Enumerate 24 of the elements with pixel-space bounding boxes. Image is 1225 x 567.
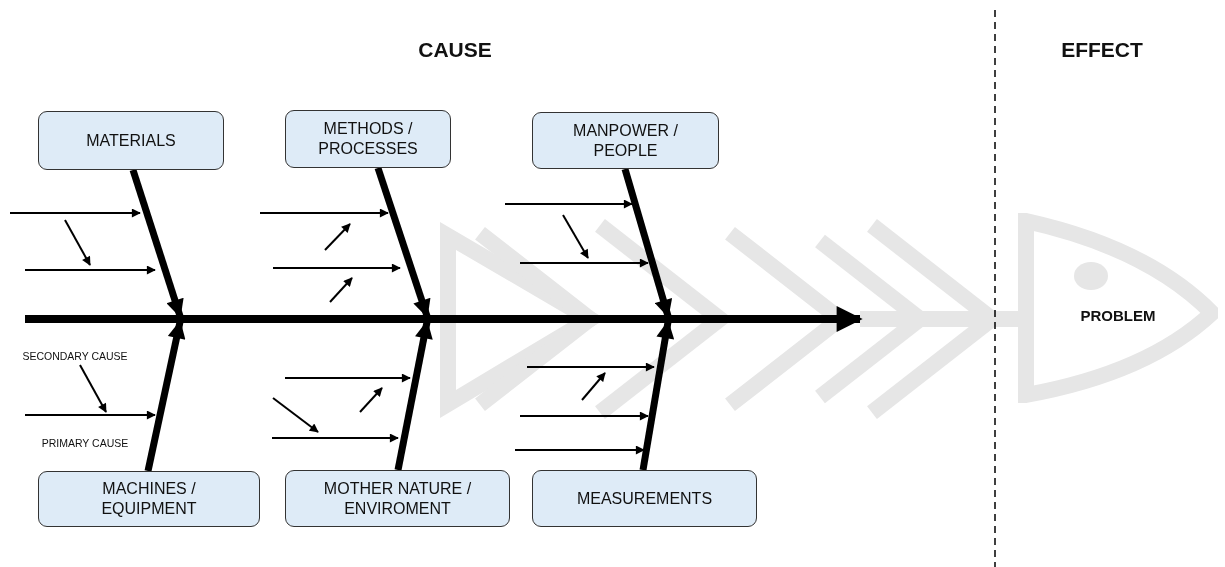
category-arrow	[639, 320, 675, 471]
category-label: MANPOWER / PEOPLE	[572, 120, 679, 161]
category-box	[38, 471, 260, 527]
category-arrow	[144, 320, 186, 472]
category-label: METHODS / PROCESSES	[317, 119, 419, 159]
category-arrow	[129, 168, 184, 318]
category-box	[285, 470, 510, 527]
category-box	[532, 112, 719, 169]
category-arrow	[374, 166, 431, 318]
category-label: MATERIALS	[85, 130, 177, 151]
category-label: MACHINES / EQUIPMENT	[100, 479, 198, 519]
category-arrow	[394, 320, 433, 471]
category-box	[38, 111, 224, 170]
cause-label: PRIMARY CAUSE	[41, 437, 129, 449]
category-arrow	[621, 168, 673, 318]
category-label: MOTHER NATURE / ENVIROMENT	[322, 478, 473, 519]
section-heading: EFFECT	[1061, 38, 1143, 62]
effect-label: PROBLEM	[1079, 306, 1157, 326]
category-box	[285, 110, 451, 168]
leader-line	[79, 364, 107, 413]
section-heading: CAUSE	[418, 38, 492, 62]
category-label: MEASUREMENTS	[575, 488, 714, 509]
category-box	[532, 470, 757, 527]
cause-label: SECONDARY CAUSE	[22, 350, 128, 364]
